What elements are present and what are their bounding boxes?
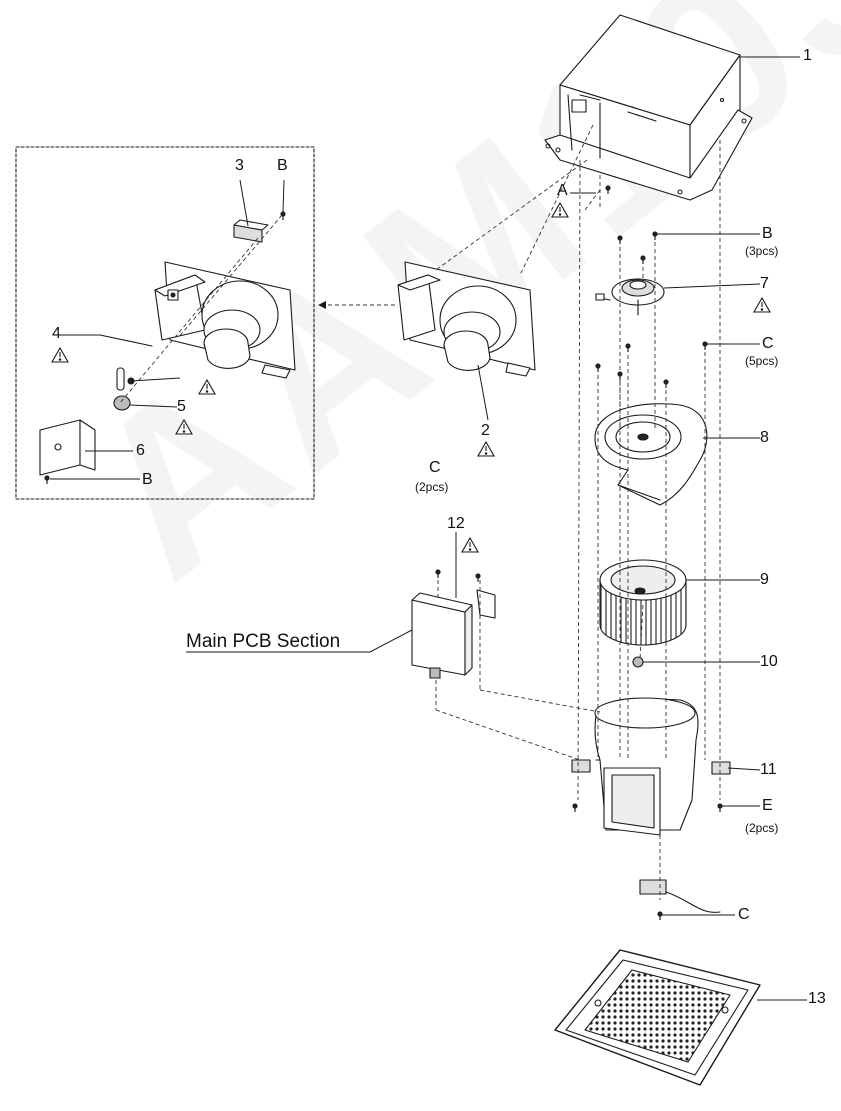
wire-part-4 — [99, 334, 153, 347]
scroll-plate-part-8 — [594, 403, 708, 506]
warning-triangle-icon — [51, 346, 69, 363]
callout-13: 13 — [808, 990, 826, 1007]
grille-part-13 — [554, 949, 761, 1086]
inset-duct-adapter — [154, 261, 296, 379]
callout-8: 8 — [760, 429, 769, 446]
pcb-box-part-12 — [411, 589, 496, 679]
nut-part-10 — [632, 656, 644, 668]
fastener-c-bottom: C — [738, 906, 750, 923]
assembly-guide-lines — [119, 124, 721, 900]
fastener-b-inset-top: B — [277, 157, 288, 174]
callout-9: 9 — [760, 571, 769, 588]
warning-triangle-icon — [175, 418, 193, 435]
screw-b-inset-top — [279, 210, 287, 221]
callout-6: 6 — [136, 442, 145, 459]
callout-12: 12 — [447, 515, 465, 532]
fastener-e-qty: (2pcs) — [745, 821, 779, 835]
arrowhead — [318, 301, 326, 309]
fastener-b-top: B — [762, 225, 773, 242]
fastener-c-right: C — [762, 335, 774, 352]
warning-triangle-icon — [551, 201, 569, 218]
duct-adapter-part-2 — [397, 261, 536, 377]
fastener-e: E — [762, 797, 773, 814]
warning-triangle-icon — [198, 378, 216, 395]
callout-10: 10 — [760, 653, 778, 670]
callout-4: 4 — [52, 325, 61, 342]
fastener-c-pcb-qty: (2pcs) — [415, 480, 449, 494]
callout-3: 3 — [235, 157, 244, 174]
motor-mount-part-7 — [595, 278, 665, 316]
thermal-fuse-part-5 — [113, 367, 135, 411]
callout-11: 11 — [760, 761, 777, 778]
terminal-block-part-3 — [233, 219, 269, 243]
housing-box-part-1 — [544, 14, 753, 201]
fastener-a: A — [557, 182, 568, 199]
callout-2: 2 — [481, 422, 490, 439]
fastener-b-inset-bottom: B — [142, 471, 153, 488]
warning-triangle-icon — [461, 536, 479, 553]
screw-b-inset-bottom — [43, 474, 51, 485]
warning-triangle-icons — [51, 201, 771, 553]
cover-plate-part-6 — [39, 419, 96, 476]
blower-housing-part-11 — [571, 697, 731, 836]
callout-7: 7 — [760, 275, 769, 292]
blower-wheel-part-9 — [599, 559, 687, 646]
main-pcb-section-label: Main PCB Section — [186, 631, 341, 652]
callout-1: 1 — [803, 47, 812, 64]
leader-lines — [50, 56, 807, 1001]
connector-bottom — [639, 879, 721, 913]
warning-triangle-icon — [477, 440, 495, 457]
warning-triangle-icon — [753, 296, 771, 313]
callout-5: 5 — [177, 398, 186, 415]
fastener-c-right-qty: (5pcs) — [745, 354, 779, 368]
fastener-b-top-qty: (3pcs) — [745, 244, 779, 258]
fastener-c-pcb: C — [429, 459, 441, 476]
